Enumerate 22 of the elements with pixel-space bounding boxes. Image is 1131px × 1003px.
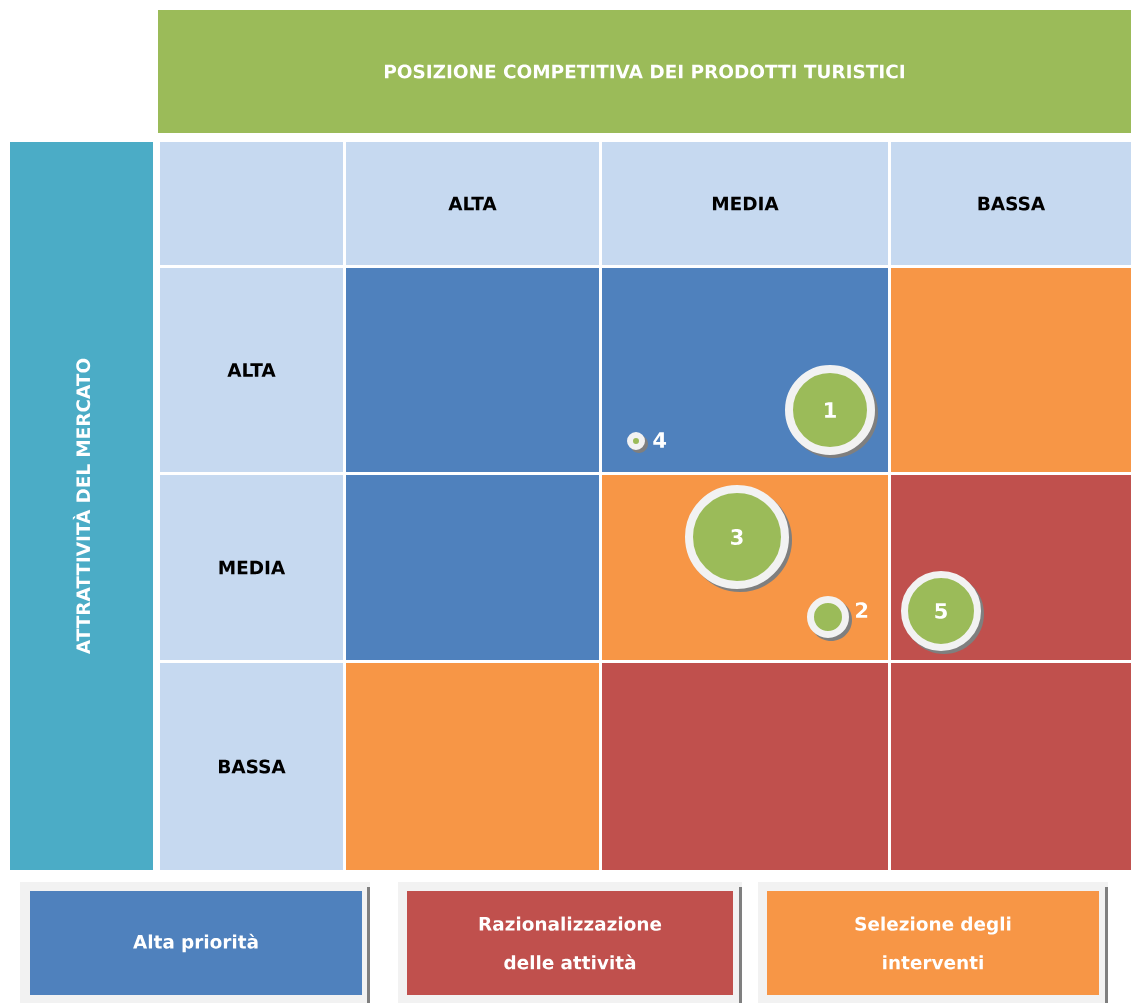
bubble: 3 [685, 485, 792, 592]
header-cell: ALTA [346, 142, 599, 265]
matrix-cell [891, 268, 1131, 472]
bubble [807, 596, 852, 641]
header-cell: MEDIA [602, 142, 888, 265]
axis-banner: ATTRATTIVITÀ DEL MERCATO [10, 142, 153, 870]
corner-cell [160, 142, 343, 265]
bubble-number: 2 [856, 602, 868, 618]
bubble-number: 4 [653, 432, 667, 448]
header-cell: MEDIA [160, 475, 343, 660]
header-cell: BASSA [891, 142, 1131, 265]
bubble: 1 [785, 365, 878, 458]
matrix-cell [346, 268, 599, 472]
header-cell: ALTA [160, 268, 343, 472]
title-banner: POSIZIONE COMPETITIVA DEI PRODOTTI TURISTICI [158, 10, 1131, 133]
bubble: 5 [901, 571, 984, 654]
header-cell: BASSA [160, 663, 343, 870]
matrix-cell [346, 663, 599, 870]
matrix-cell [346, 475, 599, 660]
bubble [627, 432, 648, 453]
matrix-cell [602, 663, 888, 870]
matrix-cell [891, 663, 1131, 870]
